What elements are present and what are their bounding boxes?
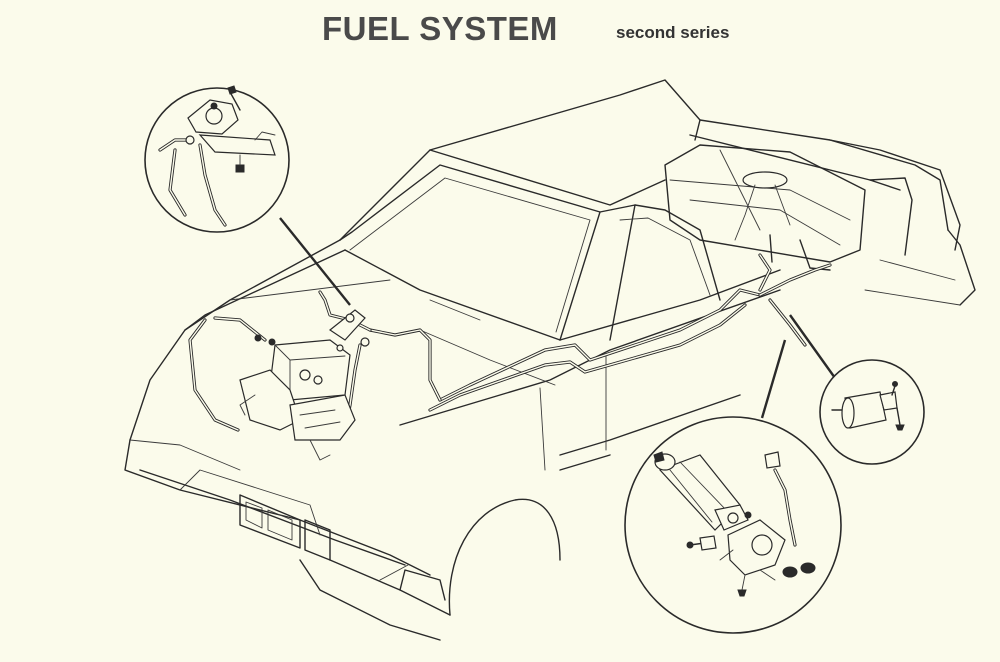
fuel-pump-detail [624,416,842,634]
header: FUEL SYSTEM second series [0,10,1000,50]
leader-lines [279,217,836,419]
pressure-regulator-detail [144,85,290,233]
engine-intake [239,309,370,461]
fuel-tank [664,134,913,271]
fuel-lines [188,253,832,432]
fuel-filter-detail [819,359,925,465]
diagram-subtitle: second series [616,23,730,42]
car-body-outline [124,79,976,641]
diagram-title: FUEL SYSTEM [322,10,558,47]
